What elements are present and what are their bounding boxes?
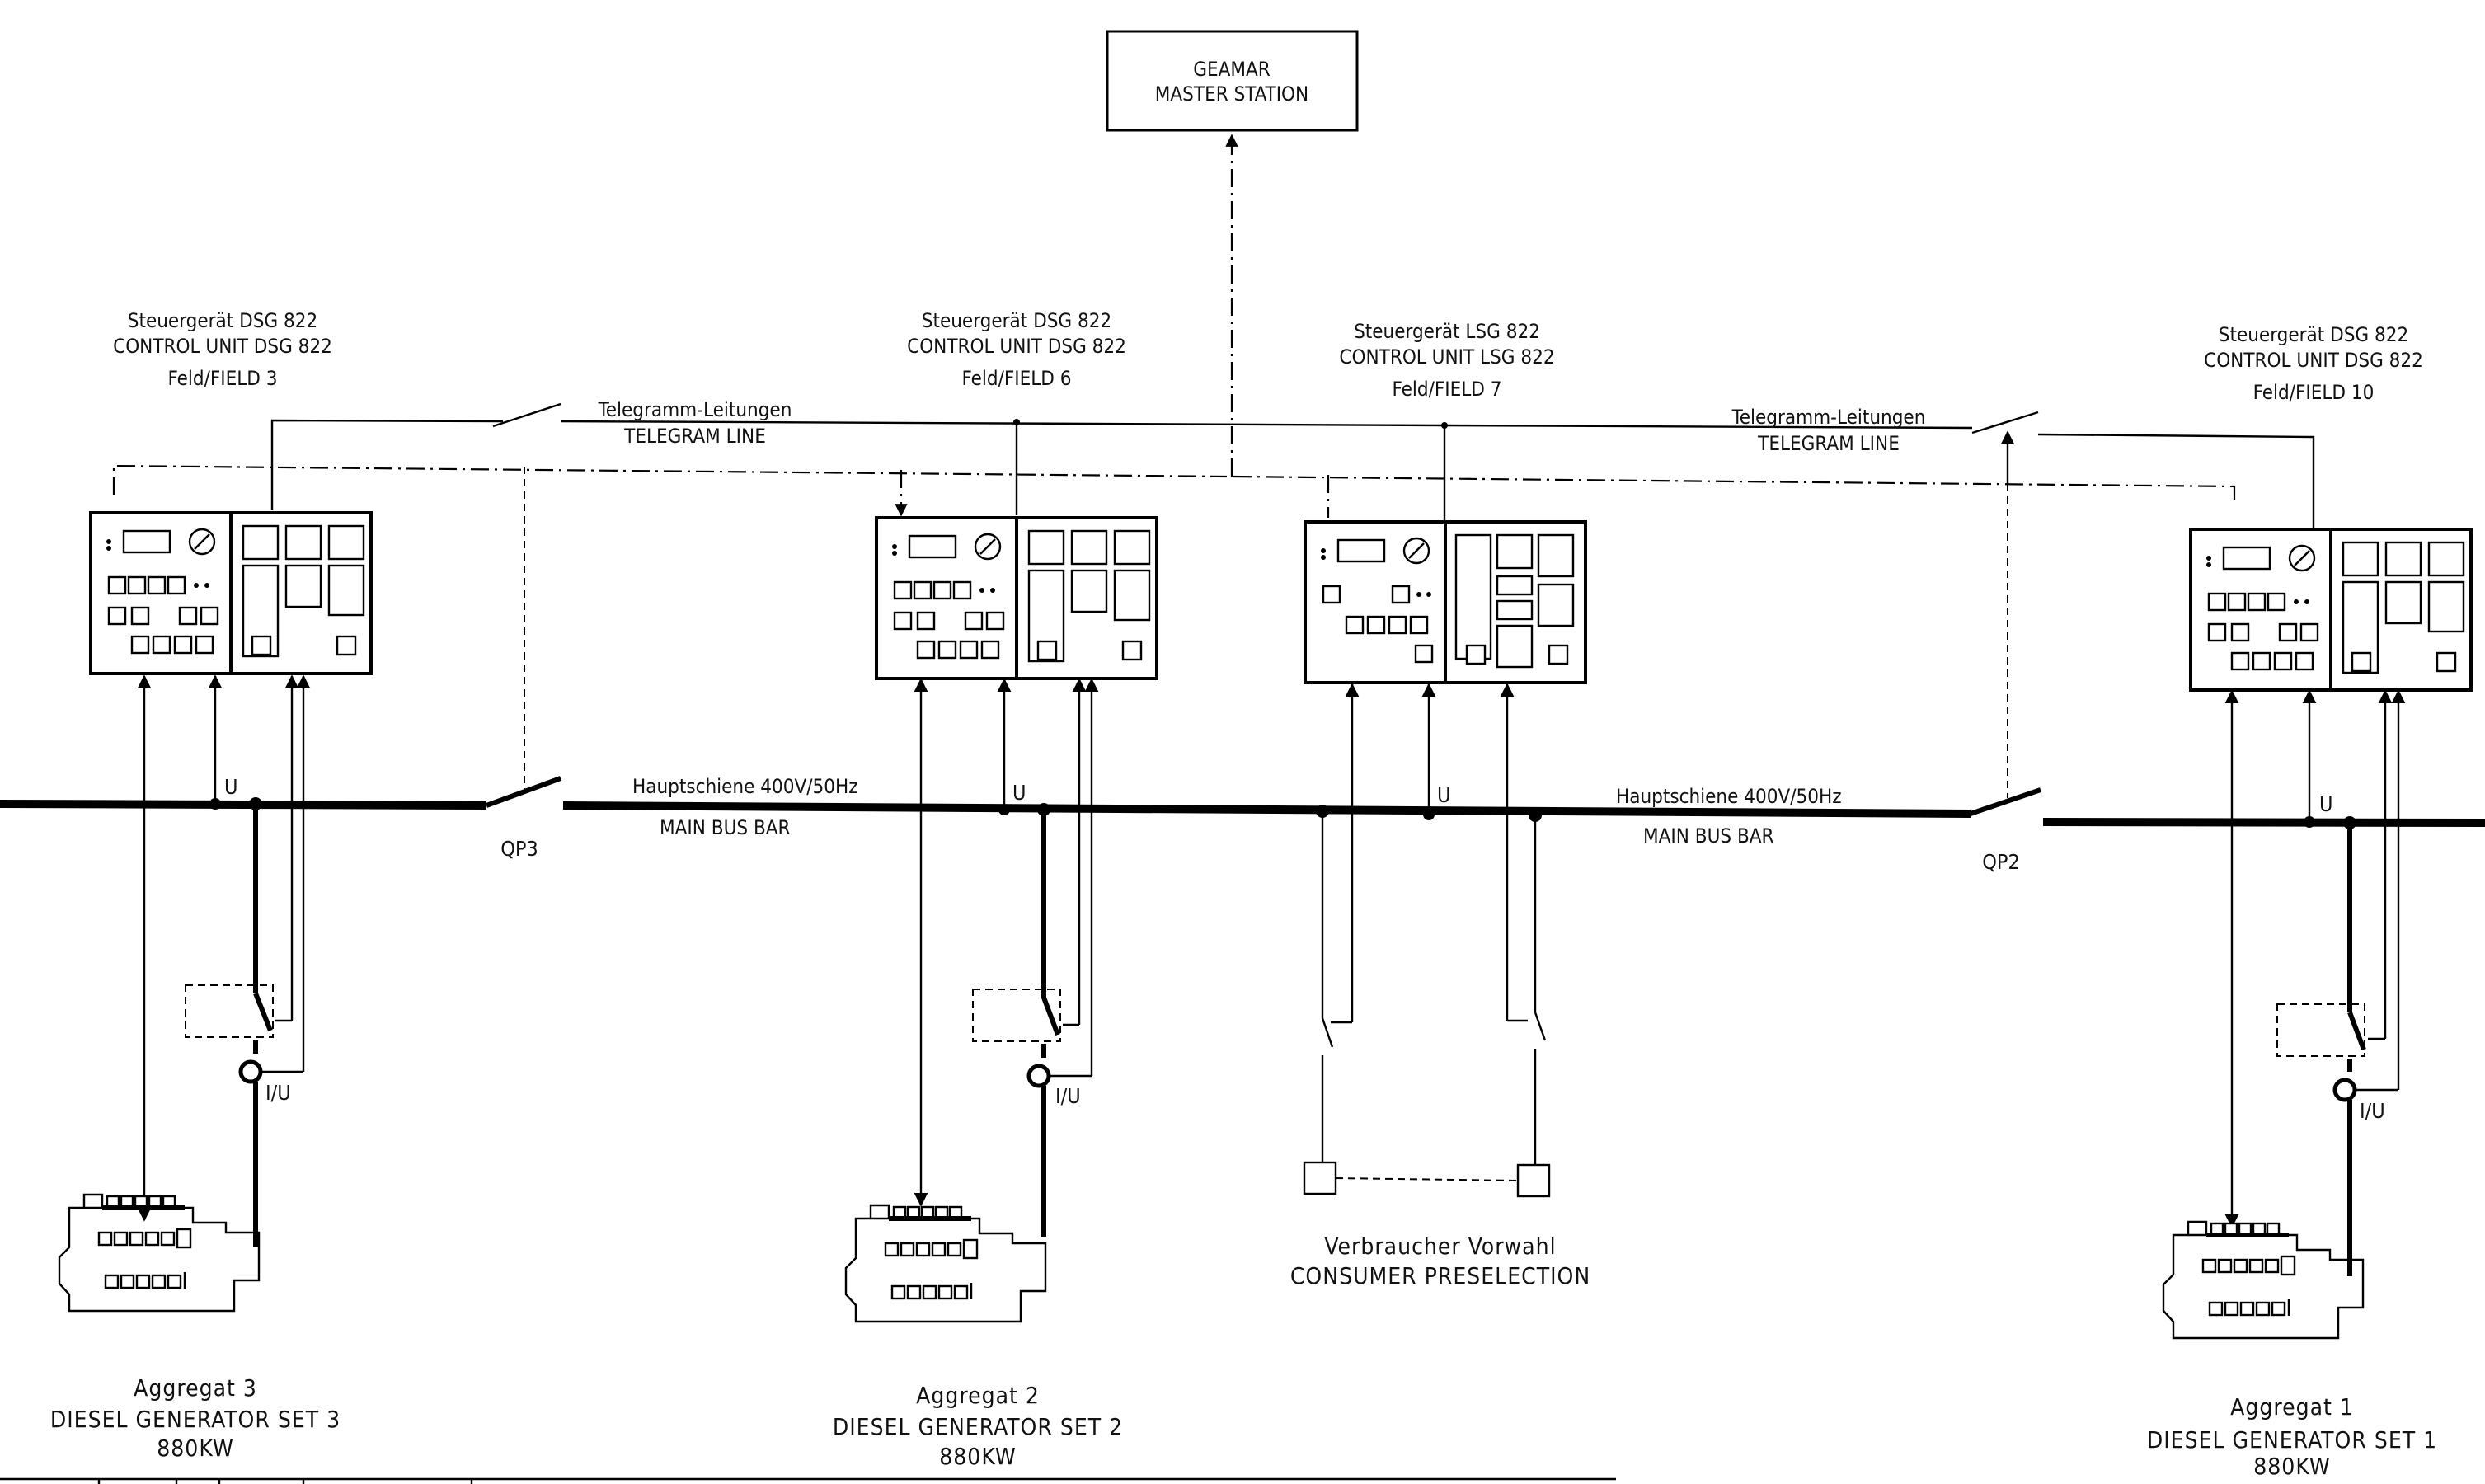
voltage-label-2: U (1012, 781, 1026, 805)
control-unit-3-line1: Steuergerät LSG 822 (1354, 320, 1540, 343)
current-voltage-label-2: I/U (1055, 1084, 1081, 1108)
diesel-generator-1-icon (2163, 1222, 2363, 1338)
control-unit-label-4: Steuergerät DSG 822 CONTROL UNIT DSG 822… (2204, 323, 2423, 404)
telegram-label-2-line1: Telegramm-Leitungen (1731, 406, 1926, 429)
telegram-label-1: Telegramm-Leitungen TELEGRAM LINE (598, 398, 792, 448)
control-unit-1-line1: Steuergerät DSG 822 (128, 309, 317, 332)
control-unit-2-line1: Steuergerät DSG 822 (922, 309, 1111, 332)
bus-bar-label-1-line1: Hauptschiene 400V/50Hz (632, 775, 858, 798)
feeder-consumer-preselection: U Verbraucher Vorwahl CONSUMER PRESELECT… (1290, 683, 1590, 1289)
generator-1-line2: DIESEL GENERATOR SET 1 (2147, 1426, 2437, 1453)
generator-2-label: Aggregat 2 DIESEL GENERATOR SET 2 880KW (833, 1382, 1123, 1470)
master-station-line1: GEAMAR (1193, 58, 1271, 81)
generator-3-line2: DIESEL GENERATOR SET 3 (50, 1406, 341, 1433)
voltage-label-4: U (2319, 792, 2332, 816)
control-panel-field-10 (2189, 528, 2473, 692)
generator-2-line1: Aggregat 2 (916, 1382, 1040, 1409)
master-station-line2: MASTER STATION (1155, 82, 1308, 106)
control-unit-3-line2: CONTROL UNIT LSG 822 (1339, 345, 1554, 369)
bus-bar-label-1: Hauptschiene 400V/50Hz MAIN BUS BAR (632, 775, 858, 839)
generator-3-label: Aggregat 3 DIESEL GENERATOR SET 3 880KW (50, 1374, 341, 1462)
control-unit-3-line3: Feld/FIELD 7 (1392, 378, 1501, 401)
bus-bar-label-1-line2: MAIN BUS BAR (660, 816, 791, 839)
bus-bar-label-2: Hauptschiene 400V/50Hz MAIN BUS BAR (1616, 785, 1842, 848)
diesel-generator-2-icon (846, 1205, 1045, 1322)
telegram-label-1-line2: TELEGRAM LINE (623, 425, 766, 448)
breaker-label-qp2: QP2 (1982, 850, 2020, 874)
master-network (112, 134, 2236, 798)
control-unit-label-3: Steuergerät LSG 822 CONTROL UNIT LSG 822… (1339, 320, 1554, 401)
generator-2-line2: DIESEL GENERATOR SET 2 (833, 1413, 1123, 1440)
master-station: GEAMAR MASTER STATION (1106, 30, 1359, 132)
generator-2-line3: 880KW (939, 1443, 1017, 1470)
control-unit-label-1: Steuergerät DSG 822 CONTROL UNIT DSG 822… (113, 309, 332, 390)
telegram-label-2: Telegramm-Leitungen TELEGRAM LINE (1731, 406, 1926, 455)
bus-bar-label-2-line1: Hauptschiene 400V/50Hz (1616, 785, 1842, 808)
feeder-generator-1: U I/U (2224, 689, 2406, 1276)
generator-3-line3: 880KW (157, 1435, 234, 1462)
diesel-generator-3-icon (59, 1195, 259, 1311)
generator-1-line1: Aggregat 1 (2230, 1393, 2354, 1421)
current-voltage-label-1: I/U (265, 1081, 291, 1105)
feeder-generator-3: U I/U (137, 674, 311, 1247)
title-block-edge (0, 1477, 1616, 1484)
consumer-label-line2: CONSUMER PRESELECTION (1290, 1262, 1590, 1289)
control-panel-field-6 (875, 516, 1158, 680)
telegram-label-2-line2: TELEGRAM LINE (1757, 432, 1900, 455)
breaker-label-qp3: QP3 (500, 837, 538, 861)
control-unit-4-line2: CONTROL UNIT DSG 822 (2204, 349, 2423, 372)
consumer-label-line1: Verbraucher Vorwahl (1324, 1233, 1556, 1260)
voltage-label-3: U (1437, 783, 1450, 807)
control-panel-field-3 (89, 511, 373, 675)
main-bus-bar (0, 776, 2485, 827)
current-voltage-label-4: I/U (2360, 1099, 2385, 1123)
telegram-line-network (270, 402, 2315, 528)
control-unit-4-line3: Feld/FIELD 10 (2253, 381, 2375, 404)
control-unit-2-line2: CONTROL UNIT DSG 822 (907, 335, 1126, 358)
voltage-label-1: U (224, 775, 237, 799)
control-unit-label-2: Steuergerät DSG 822 CONTROL UNIT DSG 822… (907, 309, 1126, 390)
generator-1-label: Aggregat 1 DIESEL GENERATOR SET 1 880KW (2147, 1393, 2437, 1480)
control-unit-1-line3: Feld/FIELD 3 (167, 367, 277, 390)
generator-1-line3: 880KW (2253, 1453, 2331, 1480)
feeder-generator-2: U I/U (914, 678, 1099, 1237)
control-unit-4-line1: Steuergerät DSG 822 (2219, 323, 2408, 346)
bus-bar-label-2-line2: MAIN BUS BAR (1643, 824, 1774, 848)
control-unit-1-line2: CONTROL UNIT DSG 822 (113, 335, 332, 358)
telegram-label-1-line1: Telegramm-Leitungen (598, 398, 792, 421)
generator-3-line1: Aggregat 3 (134, 1374, 257, 1402)
control-unit-2-line3: Feld/FIELD 6 (961, 367, 1071, 390)
control-panel-field-7 (1304, 520, 1587, 684)
